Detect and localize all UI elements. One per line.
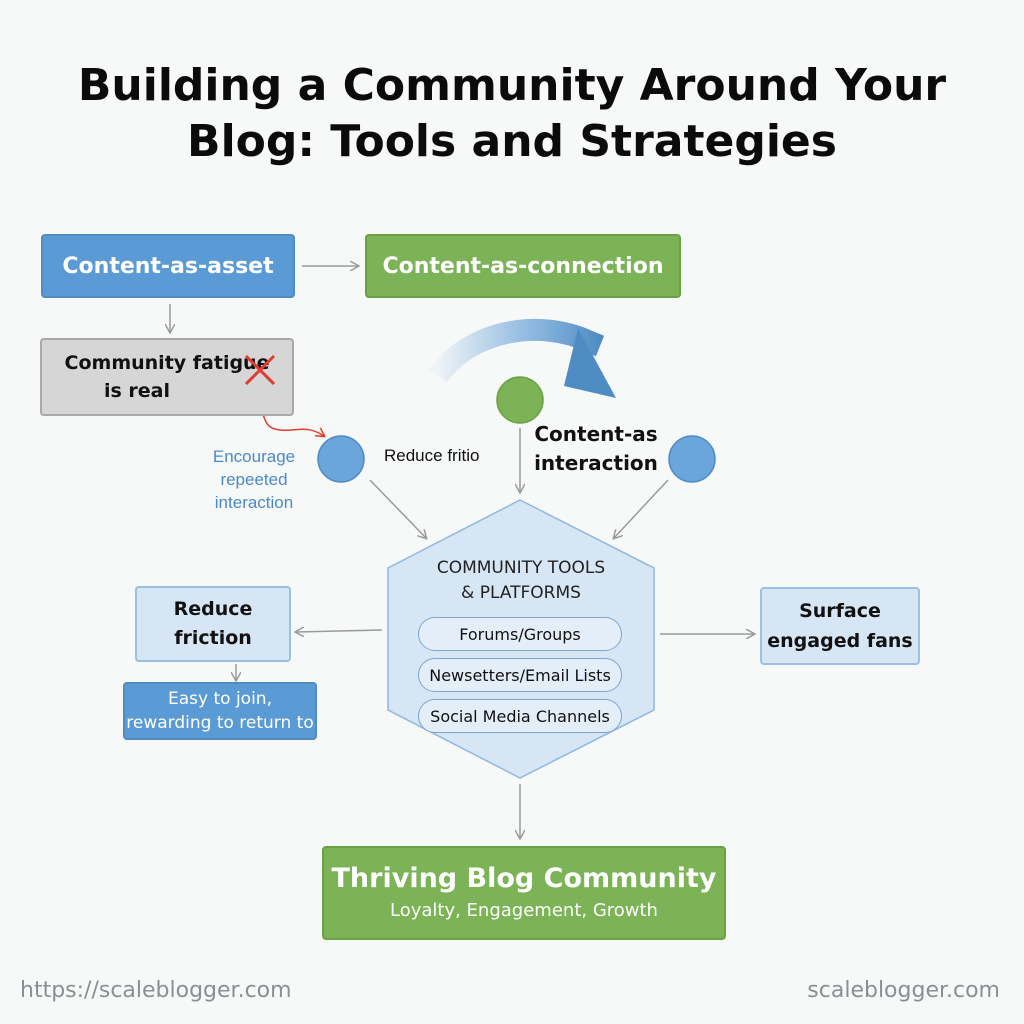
node-circle-left <box>317 435 365 483</box>
arrow-left-node-to-hub <box>369 479 426 538</box>
content-as-connection-label: Content-as-connection <box>382 253 664 279</box>
tool-pill-forums: Forums/Groups <box>418 617 622 651</box>
content-as-asset-box: Content-as-asset <box>41 234 295 298</box>
node-circle-right <box>668 435 716 483</box>
arrow-right-node-to-hub <box>614 479 669 538</box>
thriving-subtitle: Loyalty, Engagement, Growth <box>390 900 658 921</box>
reduce-friction-top-label: Reduce fritio <box>384 446 480 465</box>
fatigue-line-2: is real <box>103 380 171 402</box>
thriving-community-box: Thriving Blog Community Loyalty, Engagem… <box>322 846 726 940</box>
content-as-connection-box: Content-as-connection <box>365 234 681 298</box>
encourage-line-1: Encourage <box>212 447 296 466</box>
footer-url-left: https://scaleblogger.com <box>20 978 292 1003</box>
title-line-1: Building a Community Around Your <box>77 60 947 111</box>
content-interaction-line-1: Content-as <box>534 422 658 446</box>
hub-title-line-2: & PLATFORMS <box>461 583 581 603</box>
hub-title: COMMUNITY TOOLS & PLATFORMS <box>404 556 638 606</box>
content-as-asset-label: Content-as-asset <box>62 253 274 279</box>
title-line-2: Blog: Tools and Strategies <box>187 116 837 167</box>
reduce-box-line-1: Reduce <box>173 598 253 620</box>
easy-line-2: rewarding to return to <box>126 713 314 733</box>
surface-line-2: engaged fans <box>767 630 913 652</box>
footer-url-right: scaleblogger.com <box>807 978 1000 1003</box>
encourage-line-3: interaction <box>214 493 294 512</box>
encourage-repeated-interaction-label: Encourage repeeted interaction <box>196 445 312 514</box>
fatigue-line-1: Community fatigue <box>64 352 270 374</box>
hub-title-line-1: COMMUNITY TOOLS <box>436 558 606 578</box>
easy-line-1: Easy to join, <box>168 689 272 709</box>
node-circle-center <box>496 376 544 424</box>
reduce-box-line-2: friction <box>174 627 252 649</box>
arrow-hub-to-reduce <box>296 630 383 632</box>
curved-arrow-icon <box>428 318 616 398</box>
surface-engaged-fans-box: Surface engaged fans <box>760 587 920 665</box>
tool-pill-social: Social Media Channels <box>418 699 622 733</box>
page-title: Building a Community Around Your Blog: T… <box>0 58 1024 170</box>
reduce-friction-box: Reduce friction <box>135 586 291 662</box>
content-interaction-line-2: interaction <box>534 451 658 475</box>
x-mark-icon <box>244 354 276 386</box>
encourage-line-2: repeeted <box>220 470 288 489</box>
content-as-interaction-label: Content-as interaction <box>530 420 662 478</box>
surface-line-1: Surface <box>799 600 881 622</box>
thriving-title: Thriving Blog Community <box>331 863 717 894</box>
easy-to-join-box: Easy to join, rewarding to return to <box>123 682 317 740</box>
tool-pill-newsletters: Newsetters/Email Lists <box>418 658 622 692</box>
